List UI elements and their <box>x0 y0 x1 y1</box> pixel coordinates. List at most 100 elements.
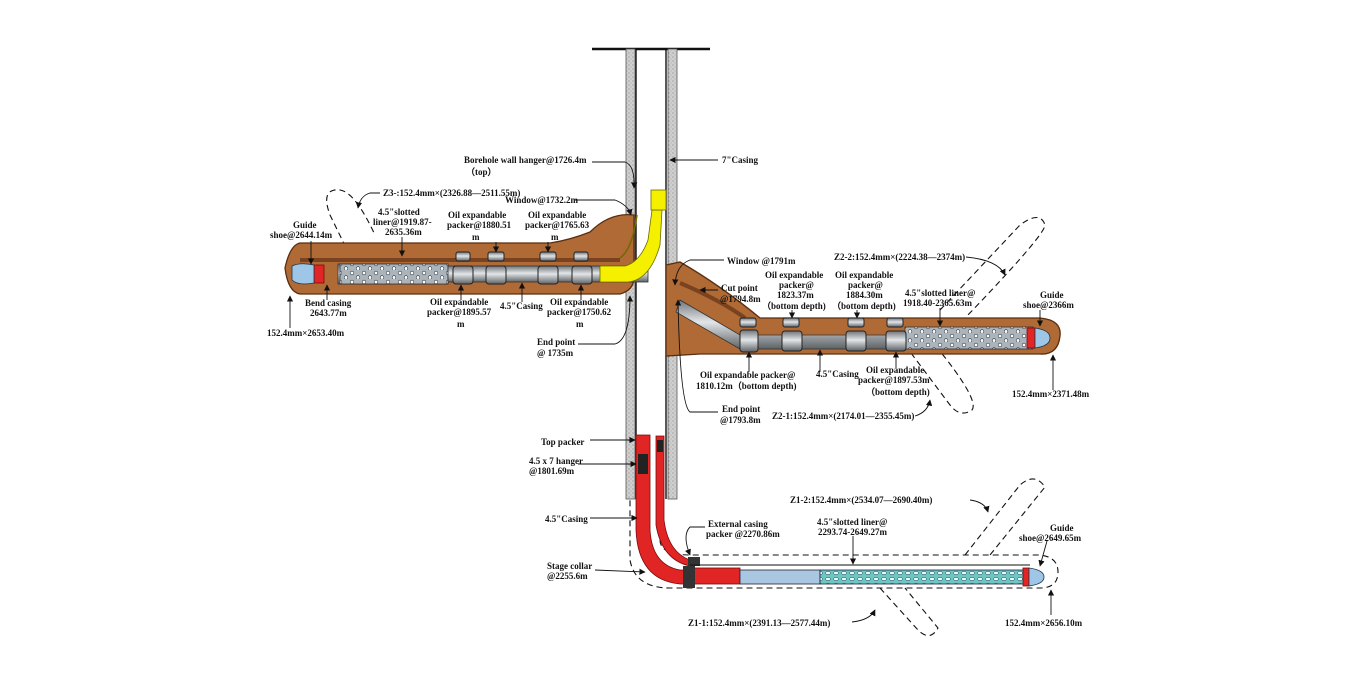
z3-packer-1750 <box>571 265 593 285</box>
z2-packer-1897 <box>885 330 907 352</box>
z1-2-sidetrack-outline <box>964 478 1046 556</box>
z2-packer-1823 <box>782 317 800 328</box>
z3-window-whipstock <box>619 214 638 259</box>
label-z3-bend-casing-2: 2643.77m <box>310 308 347 318</box>
label-z2-cut-point-2: @1794.8m <box>720 294 761 304</box>
z2-packer-lower-a <box>781 330 803 352</box>
label-z3-packer-1750-1: Oil expandable <box>550 297 608 307</box>
label-z2-packer-1810-1: Oil expandable packer@ <box>700 370 795 380</box>
label-z3-hanger-top: （top） <box>466 167 497 177</box>
label-z1-zone-2: Z1-2:152.4mm×(2534.07—2690.40m) <box>790 495 932 505</box>
label-z2-casing: 4.5"Casing <box>816 369 859 379</box>
z3-packer-1880 <box>487 251 505 262</box>
label-z3-zone: Z3-:152.4mm×(2326.88—2511.55m) <box>383 188 520 198</box>
z2-packers <box>739 317 907 353</box>
label-z1-zone-1: Z1-1:152.4mm×(2391.13—2577.44m) <box>688 618 830 628</box>
label-z3-packer-1750-2: packer@1750.62 <box>547 307 612 317</box>
z1-stage-collar <box>683 566 695 588</box>
z3-packer-top-b <box>573 251 589 262</box>
label-z2-packer-1884-2: packer@ <box>848 280 883 290</box>
label-z2-packer-1884-4: （bottom depth) <box>832 301 896 311</box>
label-z2-zone-2: Z2-2:152.4mm×(2224.38—2374m) <box>834 252 965 262</box>
label-z2-packer-1884-1: Oil expandable <box>835 270 893 280</box>
z2-cut-bore <box>679 281 747 320</box>
label-z2-end-point-1: End point <box>722 404 760 414</box>
z2-packer-top-a <box>739 317 757 328</box>
label-z3-packer-1765-2: packer@1765.63 <box>525 220 590 230</box>
label-z3-casing: 4.5"Casing <box>500 301 543 311</box>
label-z1-slotted-liner-1: 4.5"slotted liner@ <box>817 517 887 527</box>
label-z3-hanger: Borehole wall hanger@1726.4m <box>464 155 587 165</box>
z3-sidetrack-outline <box>326 189 376 257</box>
z3-packer-top-a <box>455 251 471 262</box>
label-z3-packer-1765-1: Oil expandable <box>528 210 586 220</box>
label-z2-guide-1: Guide <box>1040 290 1064 300</box>
label-z1-stage-collar-1: Stage collar <box>547 561 592 571</box>
label-z2-packer-1897-2: packer@1897.53m <box>858 375 930 385</box>
label-z3-packer-1765-3: m <box>551 232 559 242</box>
label-z1-slotted-liner-2: 2293.74-2649.27m <box>818 527 887 537</box>
z2-1-sidetrack-outline <box>904 344 974 414</box>
z3-borehole-wall-hanger-block <box>650 189 667 211</box>
label-z3-window: Window@1732.2m <box>505 195 578 205</box>
label-z3-slotted-liner-3: 2635.36m <box>385 227 422 237</box>
label-z2-hole-size: 152.4mm×2371.48m <box>1012 389 1090 399</box>
label-z2-slotted-liner-2: 1918.40-2365.63m <box>903 298 972 308</box>
z3-slotted-liner <box>339 263 449 285</box>
label-z3-packer-1880-1: Oil expandable <box>448 210 506 220</box>
label-z3-packer-1895-3: m <box>457 319 465 329</box>
label-z1-guide-1: Guide <box>1050 523 1074 533</box>
label-z1-top-packer: Top packer <box>541 437 584 447</box>
z2-lateral <box>665 216 1061 414</box>
z3-packer-1765 <box>539 251 557 262</box>
z1-stage-collar-section <box>689 567 741 585</box>
label-z2-packer-1823-1: Oil expandable <box>765 270 823 280</box>
z3-packer-1880-lower <box>485 265 507 285</box>
label-z2-cut-point-1: Cut point <box>721 283 758 293</box>
label-z1-casing: 4.5"Casing <box>545 514 588 524</box>
z1-1-sidetrack-outline <box>879 587 939 637</box>
z1-hanger-body <box>638 454 648 474</box>
z2-guide-shoe <box>1034 327 1051 349</box>
z2-packer-lower-b <box>845 330 867 352</box>
label-z2-packer-1810-2: 1810.12m（bottom depth) <box>696 381 797 391</box>
label-z2-end-point-2: @1793.8m <box>720 415 761 425</box>
label-z1-guide-2: shoe@2649.65m <box>1019 533 1082 543</box>
label-z1-stage-collar-2: @2255.6m <box>547 571 588 581</box>
label-z2-zone-1: Z2-1:152.4mm×(2174.01—2355.45m) <box>772 411 914 421</box>
z3-packer-1765-lower <box>537 265 559 285</box>
label-z2-packer-1884-3: 1884.30m <box>846 290 883 300</box>
label-z2-slotted-liner-1: 4.5"slotted liner@ <box>905 288 975 298</box>
label-z1-ecp-1: External casing <box>708 519 768 529</box>
label-z2-packer-1897-1: Oil expandable <box>866 365 924 375</box>
label-z1-hanger-1: 4.5 x 7 hanger <box>529 456 583 466</box>
label-z1-hole-size: 152.4mm×2656.10m <box>1005 618 1083 628</box>
z3-lateral <box>284 189 667 295</box>
z1-slotted-liner <box>819 569 1026 585</box>
label-z3-end-point-1: End point <box>537 337 575 347</box>
z1-blank-pipe <box>739 569 821 585</box>
label-z3-slotted-liner-1: 4.5"slotted <box>378 207 420 217</box>
label-z1-ecp-2: packer @2270.86m <box>706 529 780 539</box>
label-z3-packer-1880-2: packer@1880.51 <box>447 220 512 230</box>
z3-packers <box>452 251 593 285</box>
label-z2-guide-2: shoe@2366m <box>1023 300 1074 310</box>
z2-packer-1884 <box>847 317 865 328</box>
label-z3-slotted-liner-2: liner@1919.87- <box>373 217 432 227</box>
labels: 7"Casing Borehole wall hanger@1726.4m （t… <box>267 155 1090 628</box>
z3-packer-1895 <box>452 265 474 285</box>
label-z3-end-point-2: @ 1735m <box>537 348 574 358</box>
label-z2-packer-1897-3: （bottom depth) <box>866 387 930 397</box>
z1-shoe-joint <box>1022 567 1030 587</box>
z2-packer-top-d <box>886 317 904 328</box>
label-z3-guide-1: Guide <box>293 220 317 230</box>
label-7in-casing: 7"Casing <box>722 155 759 165</box>
z3-bend-casing <box>313 264 325 284</box>
z2-packer-1810 <box>739 329 759 353</box>
z1-external-casing-packer <box>688 557 700 566</box>
label-z3-packer-1895-2: packer@1895.57 <box>427 307 492 317</box>
z1-lateral <box>629 434 1059 637</box>
label-z2-packer-1823-4: （bottom depth) <box>762 301 826 311</box>
